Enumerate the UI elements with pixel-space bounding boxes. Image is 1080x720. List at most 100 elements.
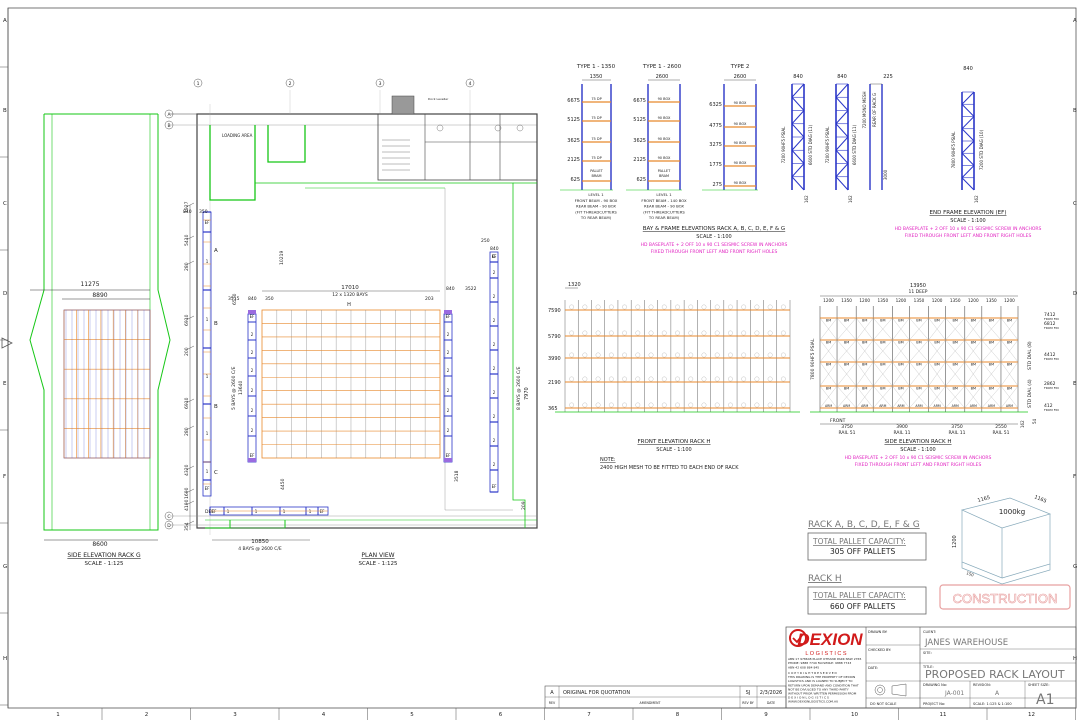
bay-elev-note2: FIXED THROUGH FRONT LEFT AND FRONT RIGHT… — [651, 249, 778, 255]
side-h-right-tag: FROM FIN — [1044, 357, 1059, 361]
rev-row-date: 2/3/2026 — [760, 690, 782, 696]
frame-brace — [791, 96, 805, 111]
left-bay-label: EF — [205, 220, 211, 225]
frame-label: REAR OF RACK G — [872, 93, 877, 127]
row-label-H: H — [3, 656, 7, 662]
front-h-bay-mark — [608, 330, 614, 336]
capacity-value-2: 660 OFF PALLETS — [830, 602, 895, 611]
front-h-bay-mark — [569, 376, 574, 382]
rack-g-bay-label: 2 — [493, 342, 496, 347]
side-h-brace — [964, 361, 982, 387]
rev-head-date: DATE — [767, 701, 775, 705]
dim-right-2: 840 — [490, 246, 499, 252]
copyright-line: D E X I O N L O G I S T I C S — [788, 696, 829, 700]
frame-small: 162 — [974, 195, 979, 203]
rack-g-column — [489, 251, 499, 493]
front-h-bay-mark — [675, 376, 680, 382]
front-h-bay-mark — [728, 376, 733, 382]
side-h-tag: BM — [934, 387, 939, 391]
left-bay-label: 1 — [206, 431, 209, 436]
front-h-bay-mark — [767, 376, 773, 382]
front-h-bay-mark — [701, 330, 707, 336]
side-h-brace — [873, 385, 893, 409]
side-h-tag: BM — [844, 387, 849, 391]
frame-brace — [835, 136, 849, 151]
side-h-brace — [892, 385, 910, 409]
bay-label: 2 — [251, 332, 254, 337]
frame-brace — [791, 83, 805, 98]
drawing-no: JA-001 — [944, 690, 964, 697]
side-h-tag2: ARM — [988, 404, 995, 408]
bay-level-dim: 3275 — [709, 142, 722, 148]
left-bay-label: 1 — [206, 259, 209, 264]
side-h-tag: BM — [952, 363, 957, 367]
frame-brace — [835, 83, 849, 98]
plan-dim-left: 200 — [184, 347, 190, 356]
bay-label: 2 — [447, 368, 450, 373]
dim-top-4: 203 — [425, 296, 434, 302]
front-h-bay-mark — [608, 376, 614, 382]
front-h-bay-mark — [595, 376, 601, 382]
row-label-right-H: H — [1073, 656, 1077, 662]
front-h-bay-mark — [767, 352, 773, 358]
side-h-right-level: 4412 — [1044, 352, 1056, 358]
side-h-right-tag: FROM FIN — [1044, 326, 1059, 330]
do-not-scale: DO NOT SCALE — [870, 702, 896, 706]
side-h-tag: BM — [880, 387, 885, 391]
grid-bubble-label-1: 1 — [197, 81, 200, 87]
capacity-label-2: TOTAL PALLET CAPACITY: — [812, 591, 906, 600]
grid-bubble-label-D: D — [167, 523, 171, 529]
front-h-bay-mark — [648, 352, 654, 358]
bay-note-b-line: LEVEL 1 — [656, 192, 672, 197]
front-h-bay-mark — [635, 330, 641, 336]
front-h-bay-mark — [595, 304, 601, 310]
side-h-brace — [892, 339, 910, 363]
plan-dim-left: 4320 — [184, 464, 190, 476]
dim-right-1: 250 — [481, 238, 490, 244]
front-h-bay-mark — [622, 304, 627, 310]
grid-bubble-label-4: 4 — [469, 81, 472, 87]
side-h-brace — [981, 385, 1002, 409]
dim-right-5: 209 — [521, 501, 527, 510]
frame-brace — [835, 123, 849, 138]
bay-elev-title: BAY & FRAME ELEVATIONS RACK A, B, C, D, … — [643, 226, 785, 232]
side-h-tag: BM — [989, 387, 994, 391]
side-h-brace — [873, 317, 893, 341]
type1a-label: TYPE 1 - 1350 — [576, 64, 616, 70]
bay-level-dim: 3625 — [633, 138, 646, 144]
misc-dim-2: 10219 — [279, 251, 285, 265]
frame-label: 7200 STD DIAG (10) — [979, 129, 984, 170]
front-h-bay-mark — [741, 330, 747, 336]
pallet-d3: 1200 — [952, 535, 958, 548]
bay-level-dim: 6675 — [633, 98, 646, 104]
rack-letter-b1: B — [214, 321, 218, 327]
frame-label: 7200 90HF5 PSIAL — [825, 126, 830, 164]
front-h-bay-mark — [608, 402, 614, 408]
bay-level-dim: 3625 — [567, 138, 580, 144]
pallet-label-2: BRAM — [659, 174, 669, 178]
side-h-small: 162 — [1020, 420, 1025, 428]
rack-g-bay-label: 2 — [493, 438, 496, 443]
front-h-bay-mark — [701, 402, 707, 408]
address-line: PHONE: 9888 7749 FACSIMILE: 9888 7743 — [788, 661, 851, 665]
front-h-bay-mark — [595, 330, 601, 336]
row-label-right-B: B — [1073, 108, 1077, 114]
plan-dim-left: 1927 — [184, 201, 190, 213]
side-h-bottom-val: 2550 — [995, 424, 1007, 430]
rack-g-bay-label: 2 — [493, 318, 496, 323]
side-h-scale: SCALE - 1:100 — [900, 447, 935, 453]
rack-letter-c: C — [214, 470, 218, 476]
plan-dim-left: 4190 — [184, 499, 190, 511]
row-label-right-A: A — [1073, 18, 1077, 24]
bay-elev-scale: SCALE - 1:100 — [696, 234, 731, 240]
side-h-tag2: ARM — [879, 404, 886, 408]
bay-label: 2 — [251, 408, 254, 413]
plan-dim-left: 5410 — [184, 234, 190, 246]
rack-letter-b2: B — [214, 404, 218, 410]
